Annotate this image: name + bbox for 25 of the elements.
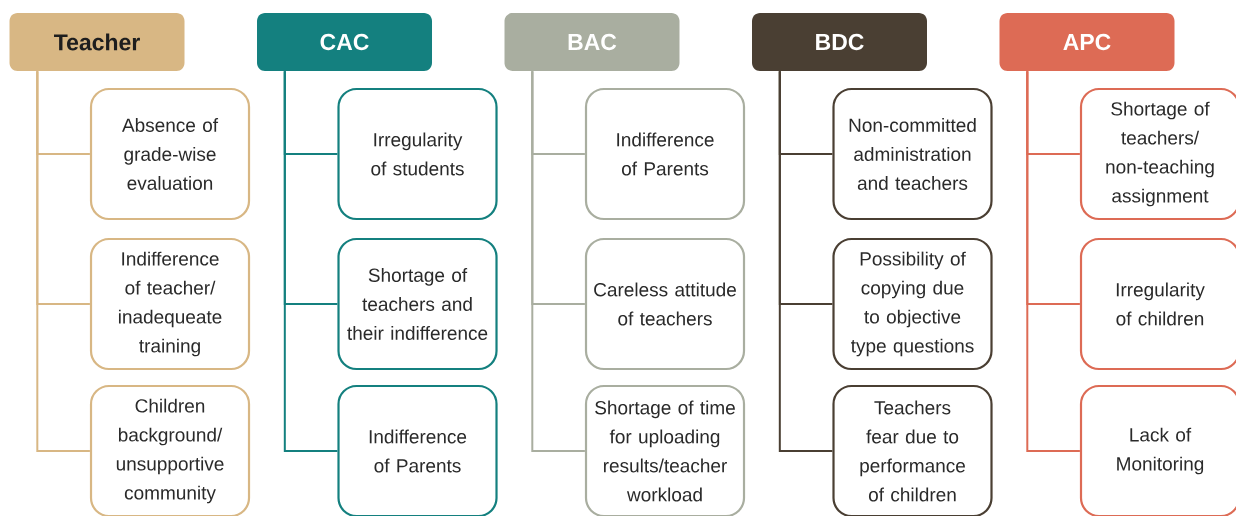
header-box: BDC xyxy=(752,13,927,71)
cause-box: Teachers fear due to performance of children xyxy=(832,384,993,516)
cause-box: Non-committed administration and teachers xyxy=(832,87,993,221)
cause-box: Irregularity of children xyxy=(1079,237,1236,371)
cause-box: Indifference of teacher/ inadequeate training xyxy=(89,237,251,371)
cause-box: Shortage of teachers and their indifference xyxy=(337,237,498,371)
cause-box: Shortage of time for uploading results/teacher workload xyxy=(584,384,746,516)
connector-line xyxy=(283,70,339,452)
cause-box: Lack of Monitoring xyxy=(1079,384,1236,516)
cause-box: Indifference of Parents xyxy=(337,384,498,516)
cause-box: Possibility of copying due to objective type questions xyxy=(832,237,993,371)
cause-box: Children background/ unsupportive community xyxy=(89,384,251,516)
header-box: Teacher xyxy=(9,13,185,71)
cause-box: Careless attitude of teachers xyxy=(584,237,746,371)
connector-line xyxy=(531,70,586,452)
header-box: BAC xyxy=(504,13,680,71)
cause-box: Indifference of Parents xyxy=(584,87,746,221)
connector-line xyxy=(36,70,91,452)
connector-line xyxy=(778,70,834,452)
connector-line xyxy=(1026,70,1081,452)
header-box: APC xyxy=(999,13,1175,71)
header-box: CAC xyxy=(257,13,432,71)
cause-box: Irregularity of students xyxy=(337,87,498,221)
cause-box: Absence of grade-wise evaluation xyxy=(89,87,251,221)
cause-box: Shortage of teachers/ non-teaching assignment xyxy=(1079,87,1236,221)
